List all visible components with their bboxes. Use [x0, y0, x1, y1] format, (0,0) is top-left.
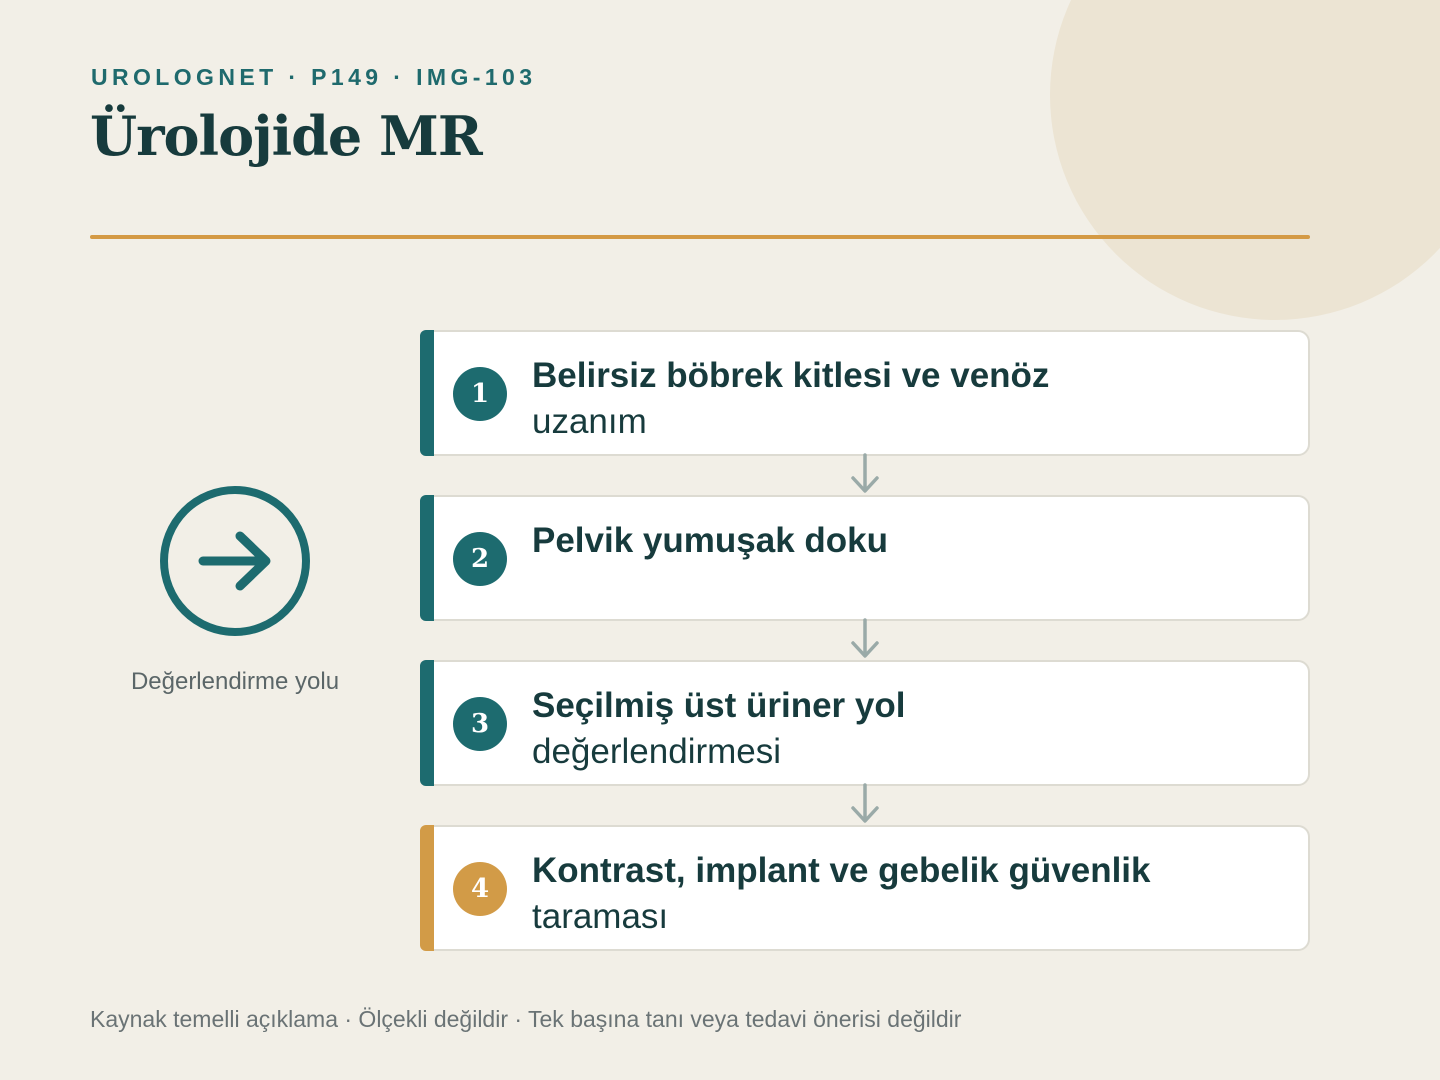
- title-divider: [90, 235, 1310, 239]
- step-number-badge: 4: [453, 862, 507, 916]
- step-title: Pelvik yumuşak doku: [532, 521, 888, 560]
- step-accent-bar: [420, 330, 434, 456]
- arrow-right-circle-icon: [160, 486, 310, 636]
- step-number-badge: 2: [453, 532, 507, 586]
- step-label: Kontrast, implant ve gebelik güvenlik tar…: [532, 848, 1232, 940]
- step-label: Seçilmiş üst üriner yol değerlendirmesi: [532, 683, 1232, 775]
- step-title: Kontrast, implant ve gebelik güvenlik: [532, 851, 1151, 890]
- step-title: Seçilmiş üst üriner yol: [532, 686, 906, 725]
- step-label: Pelvik yumuşak doku: [532, 518, 1232, 564]
- page-title: Ürolojide MR: [90, 104, 483, 168]
- down-arrow-icon: [851, 783, 879, 823]
- step-continuation: değerlendirmesi: [532, 732, 782, 771]
- decorative-circle: [1050, 0, 1440, 320]
- step-continuation: uzanım: [532, 402, 647, 441]
- source-kicker: UROLOGNET · P149 · IMG-103: [91, 64, 537, 90]
- evaluation-path-label: Değerlendirme yolu: [130, 668, 340, 695]
- step-accent-bar: [420, 660, 434, 786]
- step-title: Belirsiz böbrek kitlesi ve venöz: [532, 356, 1050, 395]
- down-arrow-icon: [851, 453, 879, 493]
- step-accent-bar: [420, 495, 434, 621]
- step-continuation: taraması: [532, 897, 669, 936]
- step-card-1: 1 Belirsiz böbrek kitlesi ve venöz uzanım: [420, 330, 1310, 456]
- step-number-badge: 3: [453, 697, 507, 751]
- step-card-3: 3 Seçilmiş üst üriner yol değerlendirmesi: [420, 660, 1310, 786]
- step-number-badge: 1: [453, 367, 507, 421]
- step-label: Belirsiz böbrek kitlesi ve venöz uzanım: [532, 353, 1232, 445]
- step-accent-bar: [420, 825, 434, 951]
- down-arrow-icon: [851, 618, 879, 658]
- step-card-2: 2 Pelvik yumuşak doku: [420, 495, 1310, 621]
- disclaimer-footer: Kaynak temelli açıklama · Ölçekli değild…: [90, 1006, 962, 1032]
- step-card-4: 4 Kontrast, implant ve gebelik güvenlik t…: [420, 825, 1310, 951]
